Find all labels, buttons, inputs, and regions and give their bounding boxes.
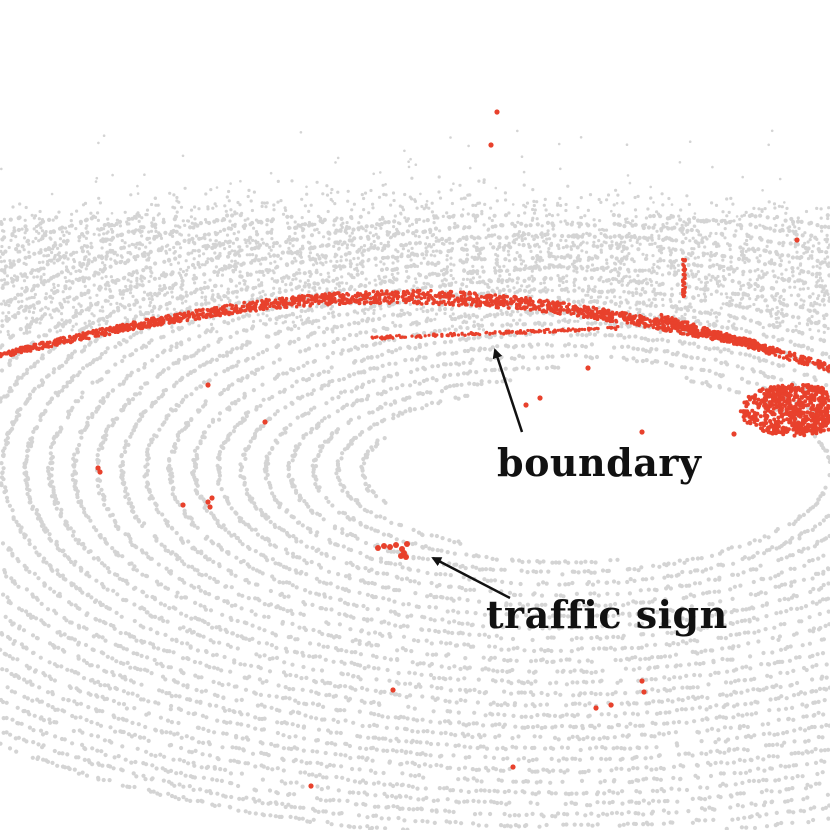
ground-points [0,129,830,830]
highlighted-points [0,109,830,789]
boundary-arrow [492,348,524,433]
boundary-label: boundary [497,440,702,485]
traffic-sign-label: traffic sign [486,592,728,637]
traffic-sign-arrow [431,556,511,600]
